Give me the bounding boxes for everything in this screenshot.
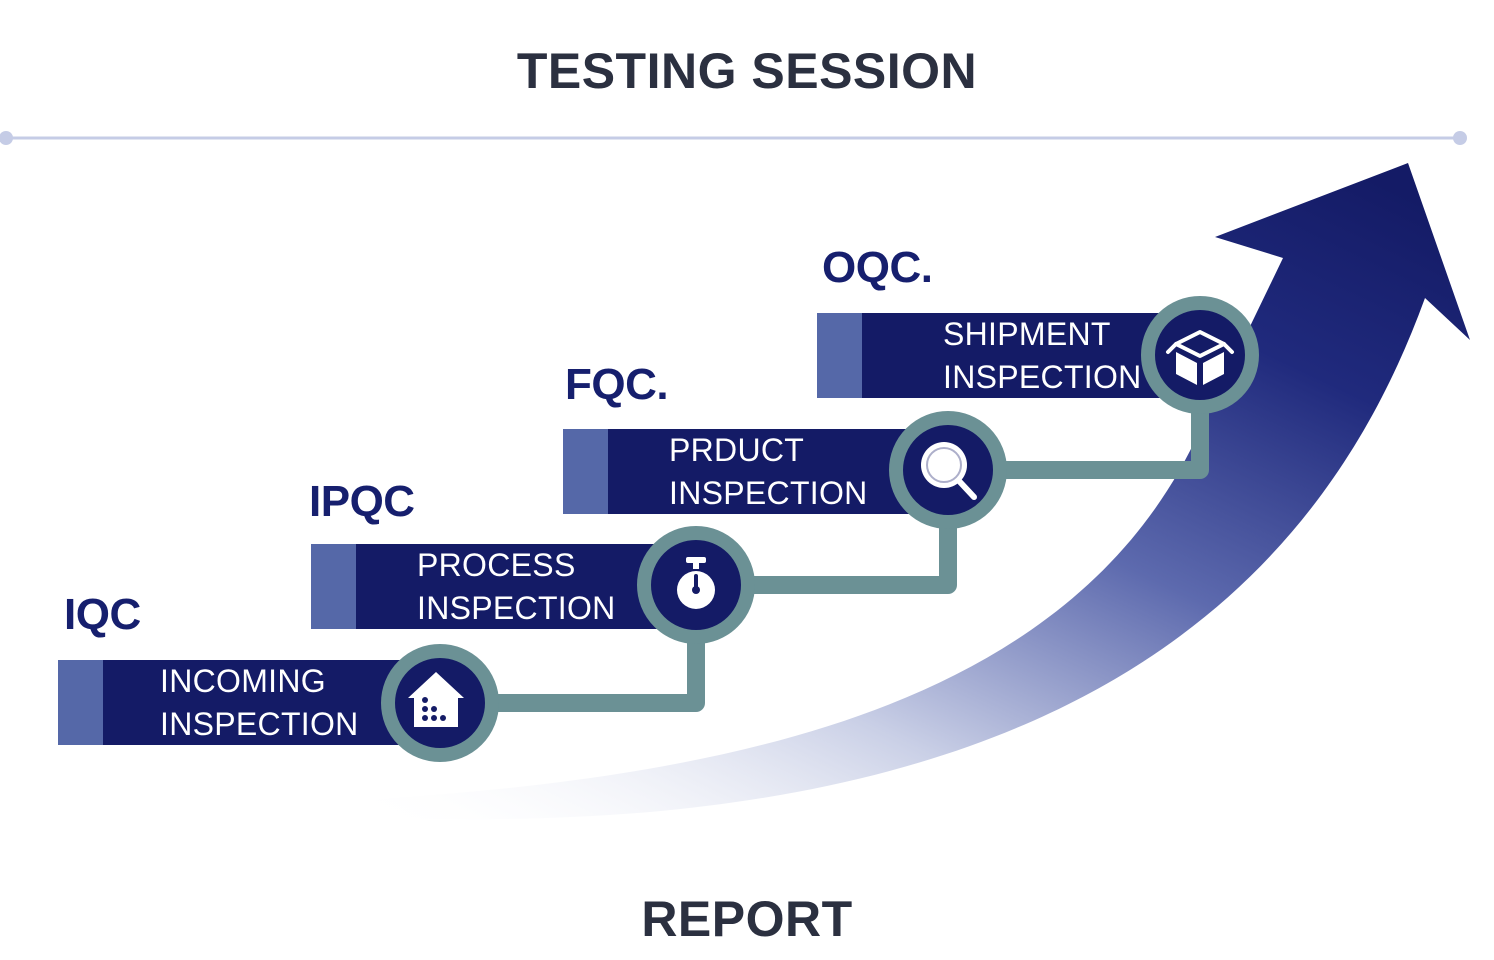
step-bar-2 bbox=[311, 544, 696, 629]
magnifier-icon bbox=[889, 411, 1007, 529]
step-label-process: PROCESS INSPECTION bbox=[417, 544, 616, 630]
step-code-oqc: OQC. bbox=[822, 243, 933, 292]
step-label-line-1: PROCESS bbox=[417, 547, 576, 583]
diagram-footer: REPORT bbox=[641, 891, 853, 947]
warehouse-icon bbox=[381, 644, 499, 762]
step-label-line-2: INSPECTION bbox=[669, 475, 868, 511]
step-code-fqc: FQC. bbox=[565, 360, 669, 409]
step-label-line-2: INSPECTION bbox=[160, 706, 359, 742]
step-label-incoming: INCOMING INSPECTION bbox=[160, 660, 359, 746]
step-label-line-1: PRDUCT bbox=[669, 432, 805, 468]
diagram-title: TESTING SESSION bbox=[516, 43, 978, 99]
stopwatch-icon bbox=[637, 526, 755, 644]
step-label-line-2: INSPECTION bbox=[943, 359, 1142, 395]
step-label-line-1: INCOMING bbox=[160, 663, 326, 699]
step-code-iqc: IQC bbox=[64, 590, 141, 639]
step-code-ipqc: IPQC bbox=[309, 477, 415, 526]
growth-arrow bbox=[240, 163, 1470, 820]
title-divider bbox=[0, 131, 1467, 145]
step-label-product: PRDUCT INSPECTION bbox=[669, 429, 868, 515]
step-label-line-2: INSPECTION bbox=[417, 590, 616, 626]
box-icon bbox=[1141, 296, 1259, 414]
step-label-shipment: SHIPMENT INSPECTION bbox=[943, 313, 1142, 399]
step-label-line-1: SHIPMENT bbox=[943, 316, 1111, 352]
